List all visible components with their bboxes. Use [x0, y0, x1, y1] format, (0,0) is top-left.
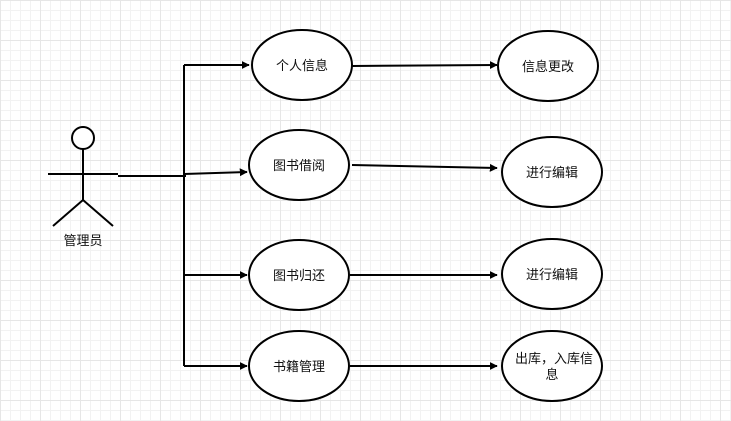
result-label-2: 进行编辑 [526, 166, 578, 181]
result-node-2[interactable]: 进行编辑 [501, 136, 603, 208]
function-label-2: 图书借阅 [273, 159, 325, 174]
result-label-4-line-1: 出库，入库信 [515, 351, 593, 367]
result-node-3[interactable]: 进行编辑 [501, 238, 603, 310]
edge-to-function-2 [183, 168, 248, 177]
function-node-4[interactable]: 书籍管理 [248, 330, 350, 402]
result-label-4-line-2: 息 [545, 367, 558, 383]
function-label-3: 图书归还 [273, 269, 325, 284]
actor-head [71, 126, 95, 150]
result-label-3: 进行编辑 [526, 268, 578, 283]
actor-label: 管理员 [63, 234, 102, 249]
actor-left-leg [52, 199, 84, 227]
result-node-4[interactable]: 出库，入库信 息 [501, 330, 603, 402]
function-label-4: 书籍管理 [273, 359, 325, 375]
function-node-1[interactable]: 个人信息 [251, 29, 353, 101]
function-label-1: 个人信息 [276, 58, 328, 74]
edge-to-result-2 [351, 163, 498, 172]
function-node-2[interactable]: 图书借阅 [248, 129, 350, 201]
actor-right-leg [82, 199, 114, 227]
result-label-1: 信息更改 [522, 59, 574, 75]
function-node-3[interactable]: 图书归还 [248, 239, 350, 311]
actor[interactable]: 管理员 [48, 126, 118, 249]
edge-to-result-1 [351, 61, 498, 70]
result-node-1[interactable]: 信息更改 [497, 30, 599, 102]
